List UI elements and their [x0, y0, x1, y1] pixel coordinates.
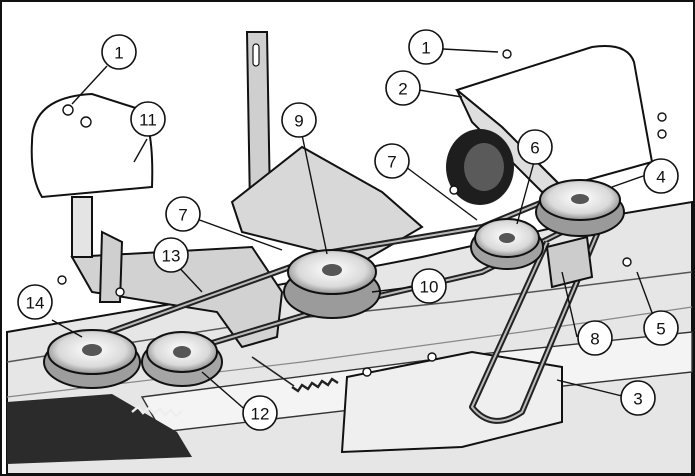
callout-11: 11 [130, 101, 166, 137]
svg-text:14: 14 [26, 294, 45, 313]
lower-spring [131, 405, 183, 418]
tension-spring [251, 356, 339, 393]
mounting-plate [7, 394, 192, 464]
callout-10: 10 [411, 268, 447, 304]
leader-lines [51, 48, 655, 414]
callout-2: 2 [385, 70, 421, 106]
callout-13: 13 [153, 237, 189, 273]
callout-7-left: 7 [165, 196, 201, 232]
svg-text:3: 3 [633, 390, 642, 409]
pivot-bracket [230, 31, 424, 264]
idler-bracket [545, 235, 594, 289]
callout-7-right: 7 [374, 143, 410, 179]
large-belt-cover [454, 45, 654, 189]
callout-8: 8 [577, 320, 613, 356]
cover-support [71, 196, 93, 258]
svg-text:5: 5 [656, 320, 665, 339]
svg-text:13: 13 [162, 247, 181, 266]
svg-text:9: 9 [294, 112, 303, 131]
pulley-right [535, 179, 625, 237]
pulley-center [283, 249, 381, 319]
idler-pulley-upper [470, 218, 544, 270]
svg-text:1: 1 [114, 44, 123, 63]
callout-1-left: 1 [101, 34, 137, 70]
callout-5: 5 [643, 310, 679, 346]
callout-9: 9 [281, 102, 317, 138]
svg-text:7: 7 [387, 153, 396, 172]
callout-1-right: 1 [408, 29, 444, 65]
svg-text:10: 10 [420, 278, 439, 297]
callout-6: 6 [517, 129, 553, 165]
svg-text:11: 11 [139, 111, 157, 130]
deck-bracket [340, 350, 563, 454]
callout-4: 4 [643, 158, 679, 194]
callout-12: 12 [242, 395, 278, 431]
svg-text:7: 7 [178, 206, 187, 225]
idler-pulley-lower [141, 331, 223, 387]
callout-14: 14 [17, 284, 53, 320]
svg-text:8: 8 [590, 330, 599, 349]
svg-text:2: 2 [398, 80, 407, 99]
pulley-left [43, 329, 141, 389]
svg-text:12: 12 [251, 405, 270, 424]
callout-3: 3 [620, 380, 656, 416]
svg-text:6: 6 [530, 139, 539, 158]
bolts [57, 49, 667, 377]
svg-text:4: 4 [656, 168, 665, 187]
svg-text:1: 1 [421, 39, 430, 58]
idler-arm [70, 230, 284, 349]
